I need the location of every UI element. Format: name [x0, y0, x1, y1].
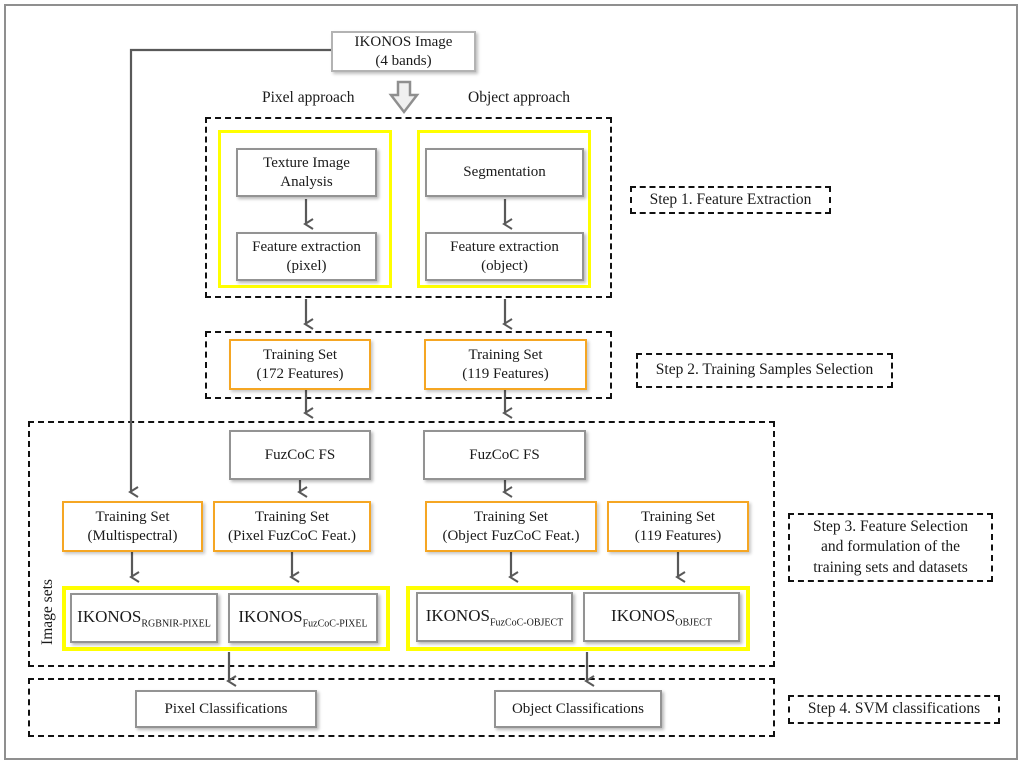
step1-label-text: Step 1. Feature Extraction: [649, 190, 812, 208]
pixel-image-sets-yellow-group: [62, 586, 390, 651]
texture-line1: Texture Image: [263, 154, 350, 171]
ts-pixfuz-line1: Training Set: [254, 508, 330, 525]
dataset-name: IKONOSRGBNIR-PIXEL: [77, 607, 211, 630]
fuzcoc-left-label: FuzCoC FS: [264, 446, 336, 463]
ts119b-line2: (119 Features): [634, 527, 722, 544]
pixel-approach-label: Pixel approach: [262, 89, 355, 106]
pixel-classifications-box: Pixel Classifications: [135, 690, 317, 728]
ts-objfuz-line2: (Object FuzCoC Feat.): [442, 527, 580, 544]
dataset-name: IKONOSFuzCoC-OBJECT: [425, 606, 564, 629]
pixel-classifications-label: Pixel Classifications: [164, 700, 288, 717]
texture-line2: Analysis: [280, 173, 333, 190]
dataset-name: IKONOSFuzCoC-PIXEL: [238, 607, 368, 630]
ikonos-fuzcoc-pixel-box: IKONOSFuzCoC-PIXEL: [228, 593, 378, 643]
segmentation-box: Segmentation: [425, 148, 584, 197]
step2-container: [205, 331, 612, 399]
step1-label: Step 1. Feature Extraction: [630, 186, 831, 214]
ts-multi-line2: (Multispectral): [87, 527, 178, 544]
training-set-multispectral-box: Training Set (Multispectral): [62, 501, 203, 552]
object-image-sets-yellow-group: [406, 586, 750, 651]
pixel-branch-yellow-group: [218, 130, 392, 288]
elbow-line-multispectral: [128, 48, 331, 498]
feature-extraction-object-box: Feature extraction (object): [425, 232, 584, 281]
feat-pixel-line2: (pixel): [286, 257, 327, 274]
ts-pixfuz-line2: (Pixel FuzCoC Feat.): [228, 527, 356, 544]
step3-label-line2: and formulation of the: [820, 538, 961, 556]
ts-multi-line1: Training Set: [95, 508, 170, 525]
ts119-line1: Training Set: [468, 346, 543, 363]
ikonos-image-line1: IKONOS Image: [354, 33, 453, 50]
feat-object-line1: Feature extraction: [450, 238, 559, 255]
step3-label-line1: Step 3. Feature Selection: [813, 518, 968, 536]
fuzcoc-fs-pixel-box: FuzCoC FS: [229, 430, 371, 480]
ts-objfuz-line1: Training Set: [473, 508, 549, 525]
big-hollow-arrow-icon: [388, 80, 420, 115]
feat-pixel-line1: Feature extraction: [252, 238, 361, 255]
training-set-pixel-fuzcoc-box: Training Set (Pixel FuzCoC Feat.): [213, 501, 371, 552]
training-set-object-fuzcoc-box: Training Set (Object FuzCoC Feat.): [425, 501, 597, 552]
ikonos-object-box: IKONOSOBJECT: [583, 592, 740, 642]
dataset-name: IKONOSOBJECT: [611, 606, 712, 629]
image-sets-axis-label: Image sets: [39, 579, 56, 645]
ts172-line2: (172 Features): [256, 365, 344, 382]
step2-label-text: Step 2. Training Samples Selection: [655, 361, 874, 379]
ts172-line1: Training Set: [262, 346, 338, 363]
ts119b-line1: Training Set: [640, 508, 716, 525]
object-classifications-box: Object Classifications: [494, 690, 662, 728]
training-set-119-box: Training Set (119 Features): [424, 339, 587, 390]
feature-extraction-pixel-box: Feature extraction (pixel): [236, 232, 377, 281]
step2-label: Step 2. Training Samples Selection: [636, 353, 893, 388]
step4-container: [28, 678, 775, 737]
object-branch-yellow-group: [417, 130, 591, 288]
segmentation-label: Segmentation: [463, 164, 546, 181]
step4-label-text: Step 4. SVM classifications: [807, 700, 981, 718]
fuzcoc-right-label: FuzCoC FS: [469, 446, 540, 463]
step3-label: Step 3. Feature Selection and formulatio…: [788, 513, 993, 582]
step1-container: [205, 117, 612, 298]
object-classifications-label: Object Classifications: [511, 700, 645, 717]
ikonos-image-line2: (4 bands): [375, 52, 432, 69]
ikonos-fuzcoc-object-box: IKONOSFuzCoC-OBJECT: [416, 592, 573, 642]
fuzcoc-fs-object-box: FuzCoC FS: [423, 430, 586, 480]
ts119-line2: (119 Features): [462, 365, 549, 382]
training-set-172-box: Training Set (172 Features): [229, 339, 371, 390]
step3-container: [28, 421, 775, 667]
training-set-119-step3-box: Training Set (119 Features): [607, 501, 749, 552]
object-approach-label: Object approach: [468, 89, 570, 106]
texture-image-analysis-box: Texture Image Analysis: [236, 148, 377, 197]
feat-object-line2: (object): [481, 257, 528, 274]
outer-frame: [4, 4, 1018, 760]
ikonos-rgbnir-pixel-box: IKONOSRGBNIR-PIXEL: [70, 593, 218, 643]
step3-label-line3: training sets and datasets: [813, 558, 968, 576]
ikonos-image-box: IKONOS Image (4 bands): [331, 31, 476, 72]
step4-label: Step 4. SVM classifications: [788, 695, 1000, 724]
